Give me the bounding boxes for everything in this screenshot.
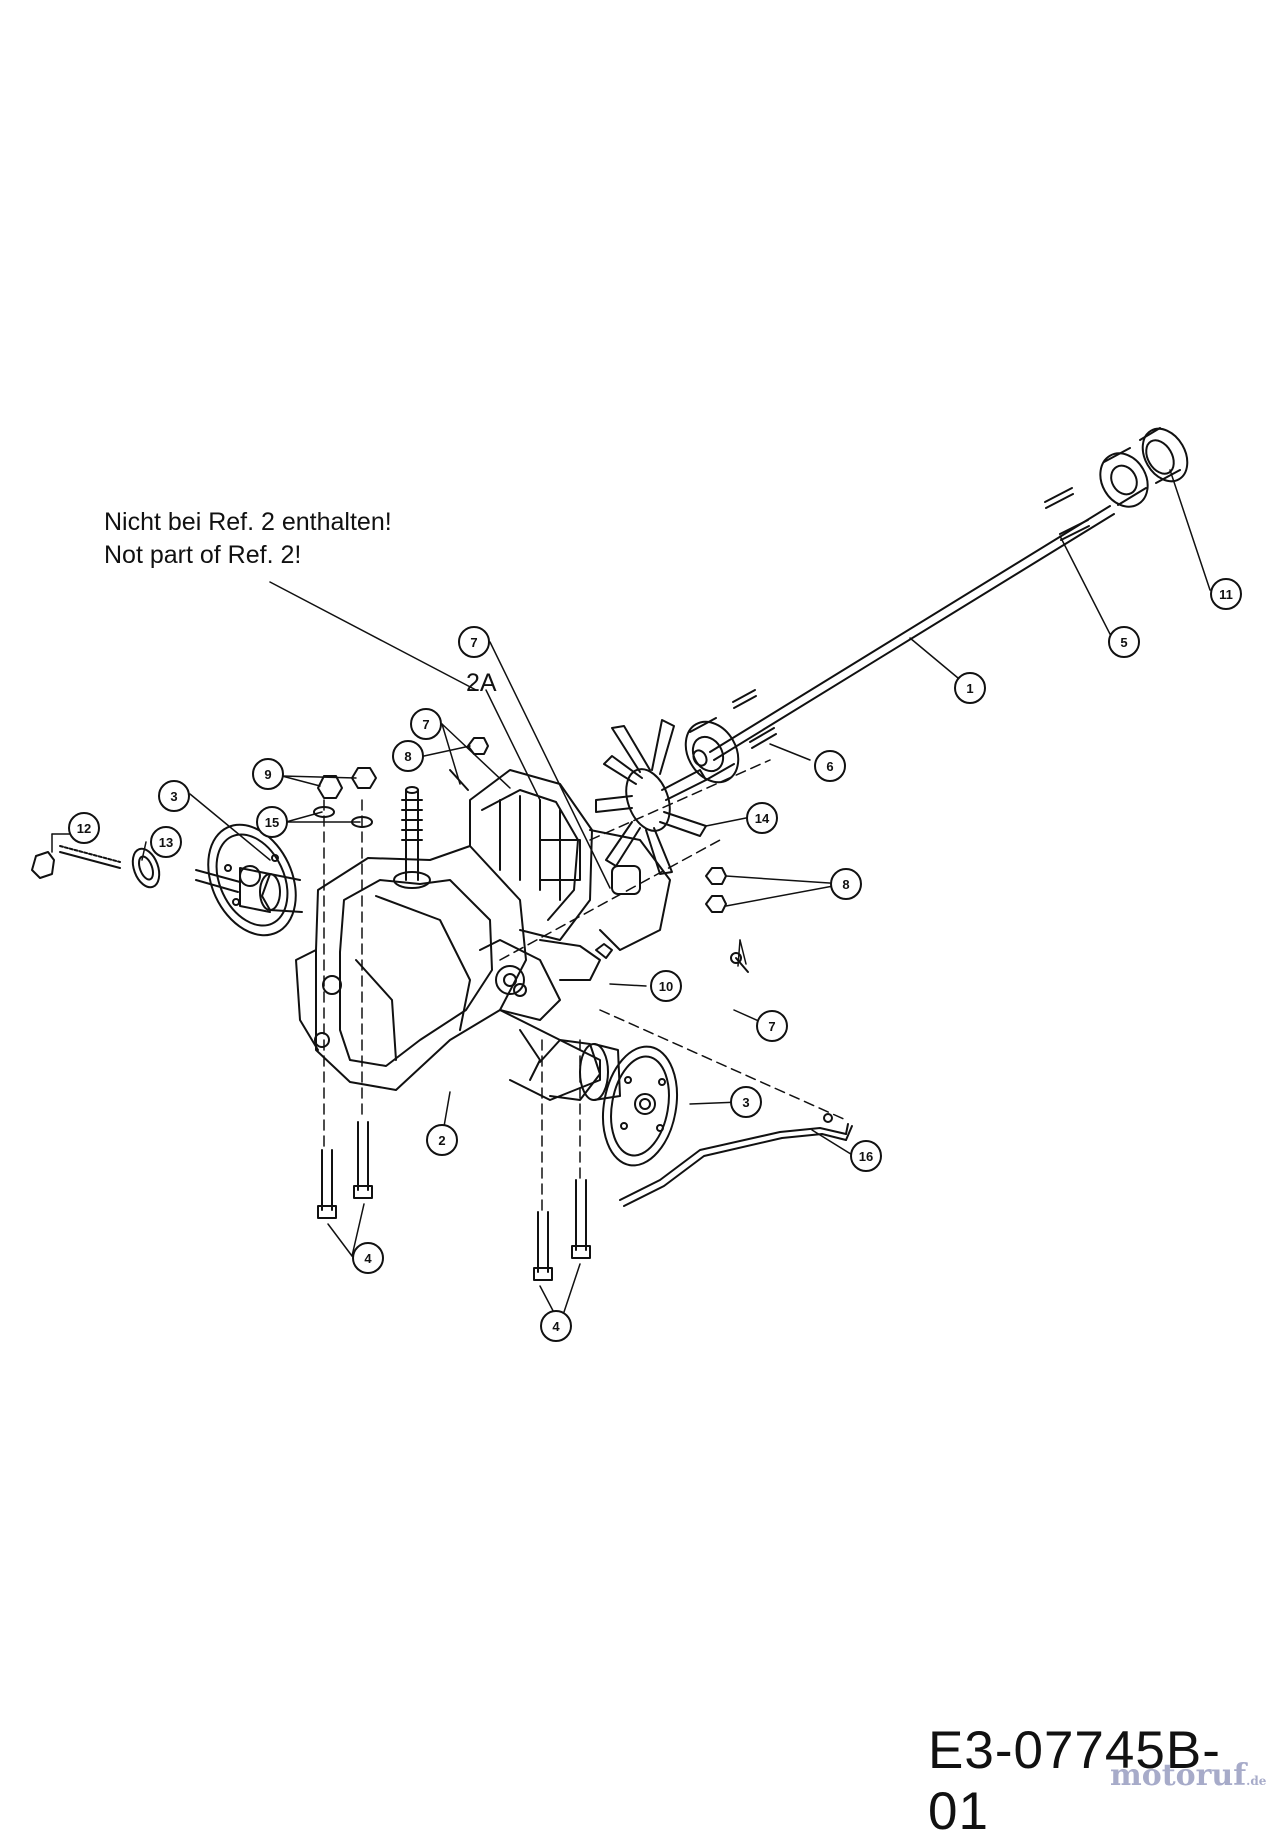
callout-8-left: 8	[392, 740, 424, 772]
callout-8-right: 8	[830, 868, 862, 900]
leader-lines	[51, 469, 1211, 1325]
callout-4-left: 4	[352, 1242, 384, 1274]
axle-shaft	[709, 505, 1115, 761]
transaxle-housing	[295, 769, 671, 1101]
callout-4-right: 4	[540, 1310, 572, 1342]
callout-3-left: 3	[158, 780, 190, 812]
bolts-left	[317, 1121, 373, 1219]
watermark-text: motoruf	[1110, 1758, 1247, 1793]
callout-3-right: 3	[730, 1086, 762, 1118]
roll-pins-upper	[1044, 487, 1090, 541]
note-english: Not part of Ref. 2!	[104, 541, 302, 569]
callout-5: 5	[1108, 626, 1140, 658]
callout-11: 11	[1210, 578, 1242, 610]
callout-10: 10	[650, 970, 682, 1002]
nuts-washers	[313, 737, 749, 973]
callout-15: 15	[256, 806, 288, 838]
callout-9: 9	[252, 758, 284, 790]
input-shaft	[393, 786, 431, 889]
exploded-parts-diagram	[31, 427, 1211, 1325]
callout-7-middle: 7	[410, 708, 442, 740]
roll-pins-lower	[732, 689, 777, 749]
cooling-fan	[595, 719, 707, 875]
coupling-sleeve	[1139, 427, 1189, 484]
watermark-logo: motoruf.de	[1110, 1758, 1266, 1793]
seal-and-plug	[31, 845, 161, 889]
callout-14: 14	[746, 802, 778, 834]
callout-2: 2	[426, 1124, 458, 1156]
callout-7-top: 7	[458, 626, 490, 658]
note-german: Nicht bei Ref. 2 enthalten!	[104, 508, 392, 536]
assembly-centerlines	[323, 759, 847, 1211]
watermark-suffix: .de	[1246, 1774, 1267, 1788]
callout-1: 1	[954, 672, 986, 704]
shaft-coupling-right	[1099, 447, 1149, 508]
ref-label-2a: 2A	[466, 669, 497, 697]
callout-6: 6	[814, 750, 846, 782]
callout-16: 16	[850, 1140, 882, 1172]
callout-13: 13	[150, 826, 182, 858]
callout-7-lower: 7	[756, 1010, 788, 1042]
linkage-rod	[619, 1113, 853, 1207]
bolts-right	[533, 1179, 591, 1281]
right-hub-flange	[539, 1039, 678, 1167]
callout-12: 12	[68, 812, 100, 844]
shaft-coupling-left	[684, 717, 740, 784]
left-hub-flange	[195, 823, 303, 937]
